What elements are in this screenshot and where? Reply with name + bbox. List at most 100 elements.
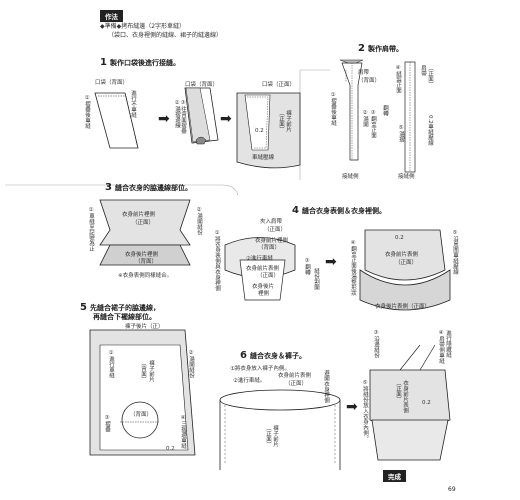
step-2-number: 2 bbox=[358, 43, 365, 54]
step-5-note-4: ④三摺邊車縫 bbox=[180, 415, 186, 449]
step-7-front-1: 衣身前片表側 bbox=[402, 380, 408, 413]
step-4-strap-1: 夾入肩帶 bbox=[260, 219, 283, 225]
step-5-dimension: 0.2 bbox=[166, 446, 175, 452]
fig-a-note-1: ①摺疊後車縫 bbox=[84, 95, 90, 129]
step-2-note-7: 0.2車縫壓線 bbox=[427, 115, 433, 146]
step-3-front-2: （正面） bbox=[132, 220, 155, 226]
step-5-circle-label: （背面） bbox=[130, 412, 153, 418]
step-3-front-1: 衣身前片裡側 bbox=[122, 212, 156, 218]
fig-c-label: 口袋（正面） bbox=[262, 82, 296, 88]
step-4-turn: ③翻轉 bbox=[304, 258, 310, 275]
step-2-note-4: ④縫製正面 bbox=[395, 65, 401, 93]
step-2-bottom-1: 接縫側 bbox=[342, 174, 359, 180]
fig-c-pants-2: （正面） bbox=[278, 110, 284, 132]
step-3-back-2: （背面） bbox=[135, 259, 158, 265]
step-4-back-1: 衣身後片 bbox=[252, 284, 275, 290]
step-4-strap-2: （正面） bbox=[264, 227, 287, 233]
step-4-right-note: ⑤沿周圍車縫壓線 bbox=[452, 230, 458, 275]
step-5-top: 褲子後片（正） bbox=[125, 324, 164, 330]
prep-line-1: ◆準備◆拷布縫邊（2字形車縫） bbox=[100, 23, 186, 30]
step-3-text: 縫合衣身的脇邊線部位。 bbox=[114, 184, 192, 192]
step-4-outer-1: 衣身前片表側 bbox=[246, 266, 280, 272]
arrow-right-icon: ➡ bbox=[325, 254, 337, 270]
step-2-note-1: ①摺疊後車縫 bbox=[330, 92, 336, 126]
fig-c-pants-1: 褲子前片 bbox=[285, 110, 291, 132]
step-2-text: 製作肩帶。 bbox=[367, 45, 403, 53]
step-7-dimension: 0.2 bbox=[422, 400, 431, 406]
fig-b-label: 口袋（背面） bbox=[185, 82, 219, 88]
done-badge: 完成 bbox=[383, 470, 406, 482]
step-3-note: ※衣身表側同樣縫合。 bbox=[118, 273, 173, 279]
step-5-note-3: ③摺疊 bbox=[104, 415, 110, 432]
step-7-note-3: 進行隱藏縫 bbox=[445, 330, 451, 358]
step-4-inner-2: （背面） bbox=[258, 245, 281, 251]
step-4-back-right: 衣身後片表側（正面） bbox=[375, 304, 431, 310]
step-5-mid-1: 褲子前片 bbox=[148, 360, 154, 382]
step-6-note-2: ②進行車縫。 bbox=[233, 378, 266, 384]
page-number: 69 bbox=[448, 486, 456, 493]
step-3-back-1: 衣身後片裡側 bbox=[125, 252, 159, 258]
step-4-r-outer-1: 衣身前片表側 bbox=[385, 252, 419, 258]
step-6-number: 6 bbox=[240, 350, 247, 361]
step-5-title-2: 再縫合下襬線部位。 bbox=[93, 313, 156, 321]
step-1-number: 1 bbox=[100, 57, 107, 68]
step-2-note-5: 肩帶 bbox=[420, 65, 426, 76]
step-2-bottom-2: 接縫側 bbox=[398, 174, 415, 180]
step-6-vertical-note: 避開衣身裡側 bbox=[323, 370, 329, 403]
step-4-flip: ④翻至正面後湯整形狀 bbox=[350, 240, 356, 296]
step-4-number: 4 bbox=[292, 205, 299, 216]
step-4-outer-2: （正面） bbox=[257, 273, 280, 279]
step-6-front-2: （正面） bbox=[285, 381, 308, 387]
step-5-mid-2: （背面） bbox=[140, 360, 146, 382]
arrow-right-icon: ➡ bbox=[158, 111, 170, 127]
step-4-dimension: 0.2 bbox=[395, 235, 404, 241]
step-6-text: 縫合衣身＆褲子。 bbox=[249, 352, 306, 360]
step-6-pants-2: （正面） bbox=[265, 425, 271, 447]
step-3-left-note: ①車縫至記號為止 bbox=[88, 207, 94, 252]
step-1-text: 製作口袋後進行接縫。 bbox=[109, 59, 180, 67]
step-5-note-1: ①進行車縫 bbox=[108, 350, 114, 378]
step-7-note-2: ④肩帶側車縫 bbox=[438, 330, 444, 364]
step-4-press: 縫份割開 bbox=[313, 268, 319, 290]
step-5-text: 先縫合裙子的脇邊線， bbox=[89, 304, 160, 312]
step-7-note-1: ③沿邊縫份 bbox=[373, 330, 379, 358]
fig-a-note-2: 進行不車縫 bbox=[130, 90, 136, 118]
step-2-note-3: ③翻至正面 bbox=[370, 110, 376, 138]
strap-label-1: 肩帶 bbox=[358, 70, 370, 76]
step-4-text: 縫合衣身表側＆衣身裡側。 bbox=[301, 207, 386, 215]
step-7-note-4: ⑤將縫份放入衣身內側。 bbox=[362, 380, 368, 441]
step-4-inner-1: 衣身前片裡側 bbox=[255, 238, 289, 244]
step-2-note-6: （正面） bbox=[427, 65, 433, 87]
step-6-front-1: 衣身前片表側 bbox=[278, 373, 312, 379]
arrow-right-icon: ➡ bbox=[346, 399, 358, 415]
step-2-note-2: ②湯開 bbox=[362, 110, 368, 127]
fig-b-note-2: ③往背面摺疊 bbox=[180, 100, 186, 134]
step-5-note-2: ②湯開縫份 bbox=[188, 350, 194, 378]
step-4-left-note: ①將衣身表側與衣身裡側 bbox=[214, 230, 220, 291]
step-5-number: 5 bbox=[80, 302, 87, 313]
prep-line-2: （袋口、衣身裡側的縫線、裙子的縫邊線） bbox=[108, 32, 223, 39]
step-6-pants-1: 褲子前片 bbox=[272, 425, 278, 447]
fig-c-topstitch: 車縫壓線 bbox=[252, 155, 275, 161]
step-3-right-note: ②湯開縫份 bbox=[196, 207, 202, 235]
step-4-back-2: 裡側 bbox=[258, 291, 270, 297]
step-6-note-1: ①將衣身放入褲子內側。 bbox=[230, 366, 290, 372]
step-4-seam: ②進行車縫 bbox=[246, 256, 273, 262]
arrow-right-icon: ➡ bbox=[220, 111, 232, 127]
fig-a-label: 口袋（背面） bbox=[95, 80, 129, 86]
step-7-front-2: （正面） bbox=[395, 380, 401, 402]
step-4-r-outer-2: （正面） bbox=[395, 260, 418, 266]
strap-label-2: （背面） bbox=[358, 78, 381, 84]
step-2-note-8: ⑤湯摺 bbox=[398, 125, 404, 142]
fig-c-dimension: 0.2 bbox=[255, 128, 264, 134]
step-2-note-9: 翻轉 bbox=[382, 105, 388, 116]
method-tag: 作法 bbox=[100, 10, 123, 22]
fig-b-note-1: ②湯摺邊線 bbox=[174, 100, 180, 128]
